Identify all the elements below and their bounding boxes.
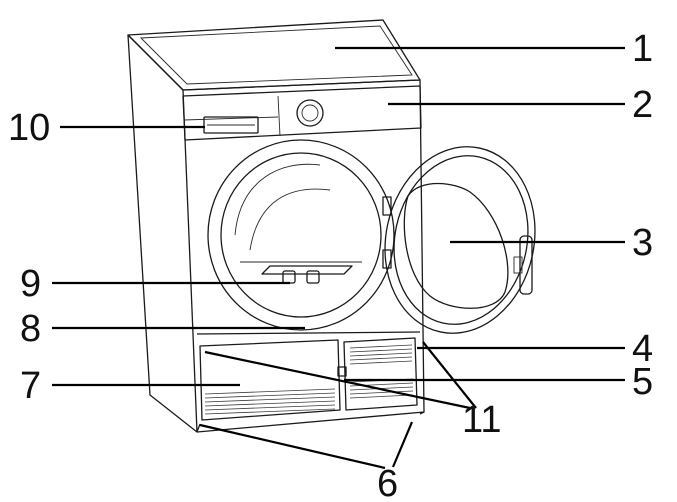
condenser-vents: [204, 388, 336, 415]
dryer-illustration: [127, 19, 536, 433]
side-panel: [127, 34, 198, 433]
door-latch: [513, 256, 523, 274]
control-panel: [182, 85, 422, 141]
top-worktop: [127, 19, 421, 91]
foot-left: [196, 423, 201, 433]
door-handle: [519, 235, 533, 295]
foot-right: [419, 411, 425, 415]
plinth-top-edge: [196, 331, 421, 335]
callout-10: 10: [8, 107, 50, 149]
callout-9: 9: [20, 263, 41, 305]
drum-shade-2: [249, 188, 331, 251]
control-panel-divider: [277, 95, 281, 137]
drum-shade-1: [234, 163, 321, 236]
callout-5: 5: [632, 361, 653, 403]
condenser-cover: [199, 339, 341, 421]
door-hinge-top: [382, 196, 392, 216]
callout-7: 7: [20, 365, 41, 407]
top-worktop-inner: [139, 25, 413, 85]
callout-2: 2: [632, 84, 653, 126]
callout-11: 11: [462, 399, 501, 441]
door-frame: [393, 155, 529, 325]
callout-1: 1: [632, 28, 653, 70]
program-knob: [296, 99, 324, 127]
callout-6: 6: [377, 463, 398, 502]
leader-11b: [422, 341, 477, 409]
leader-11a: [204, 350, 471, 410]
lint-filter-handle-left: [282, 270, 296, 284]
drum-opening-outer: [207, 139, 395, 331]
vent-grille-panel: [343, 337, 418, 411]
leader-6b: [391, 421, 414, 468]
drum-opening-inner: [220, 152, 382, 318]
leader-6a: [199, 423, 386, 470]
vent-grille-upper: [349, 344, 413, 365]
callout-labels: 1 2 3 4 5 6 7 8 9 10 11: [8, 28, 653, 502]
callout-3: 3: [632, 222, 653, 264]
drain-catch: [337, 366, 347, 377]
program-knob-inner: [301, 104, 319, 122]
door-outer: [384, 146, 536, 334]
door-glass: [403, 182, 509, 309]
callout-4: 4: [632, 328, 653, 370]
lint-filter-handle-right: [306, 270, 320, 284]
display-window: [203, 116, 259, 134]
lint-filter: [261, 265, 353, 275]
control-panel-line: [183, 116, 279, 121]
leader-lines: [52, 46, 625, 470]
callout-8: 8: [20, 308, 41, 350]
